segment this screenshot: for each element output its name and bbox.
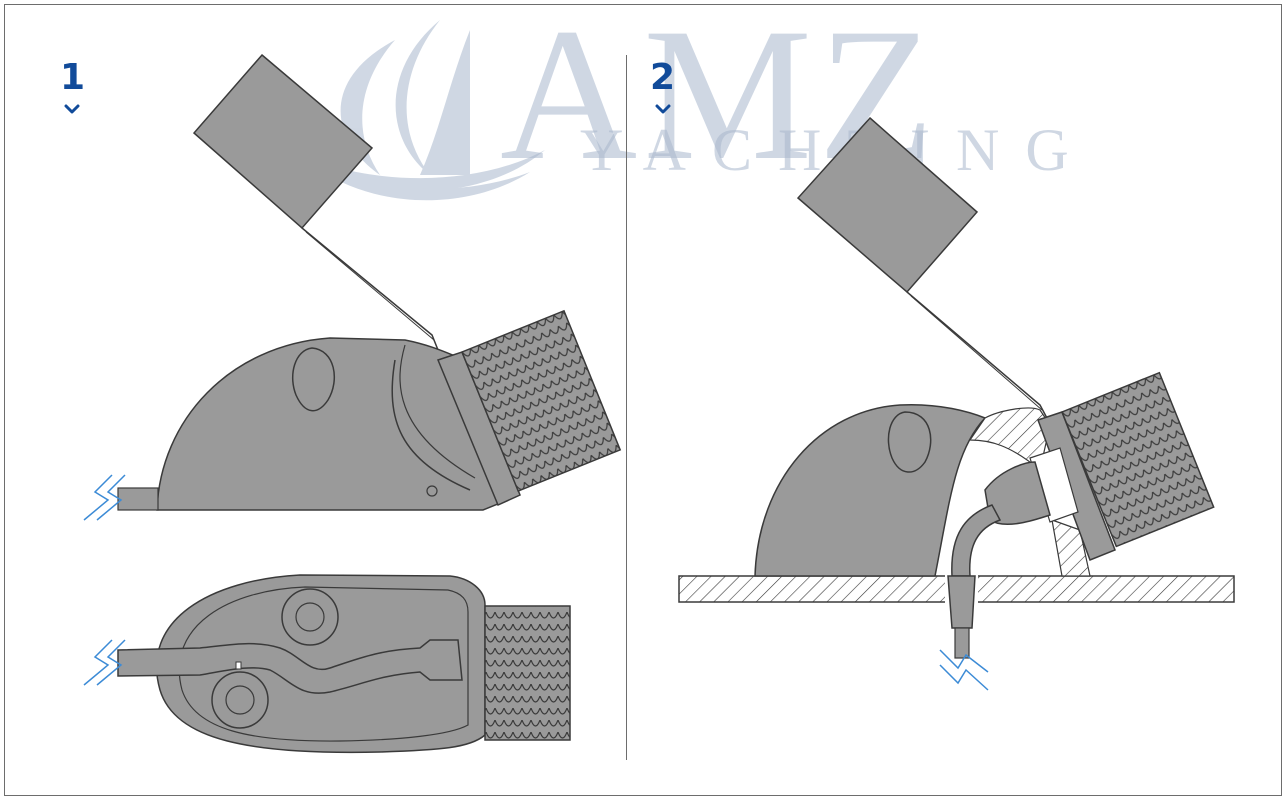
cable-break-icon: [939, 649, 989, 691]
warning-tag: [192, 53, 441, 356]
step-1-number: 1: [60, 57, 86, 98]
sensor-top-view: [117, 574, 571, 754]
panel-divider: [626, 55, 627, 760]
chevron-down-icon: [64, 104, 80, 114]
cable-break-icon: [83, 474, 126, 521]
cable-break-icon: [83, 639, 126, 686]
warning-tag: [796, 116, 1049, 421]
step-2-number: 2: [650, 57, 676, 98]
chevron-down-icon: [655, 104, 671, 114]
sensor-side-view: [117, 309, 622, 511]
sensor-cutaway-view: [754, 371, 1215, 659]
